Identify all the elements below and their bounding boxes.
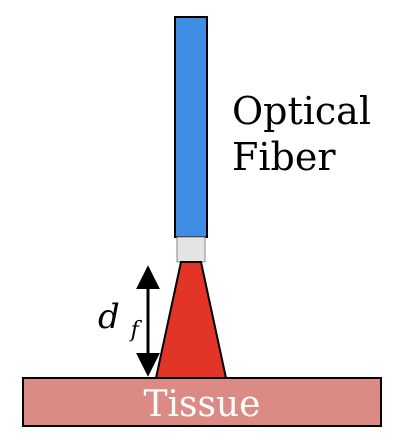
tissue-block: [22, 377, 382, 427]
fiber-label-line1: Optical: [232, 89, 371, 133]
fiber-tip: [176, 236, 206, 263]
fiber-label-line2: Fiber: [232, 135, 336, 179]
light-cone: [154, 261, 228, 379]
distance-label: d f: [98, 297, 143, 343]
distance-label-main: d: [98, 297, 120, 337]
tissue-label: Tissue: [144, 384, 261, 425]
optical-fiber-body: [174, 16, 208, 238]
distance-label-subscript: f: [129, 318, 143, 343]
